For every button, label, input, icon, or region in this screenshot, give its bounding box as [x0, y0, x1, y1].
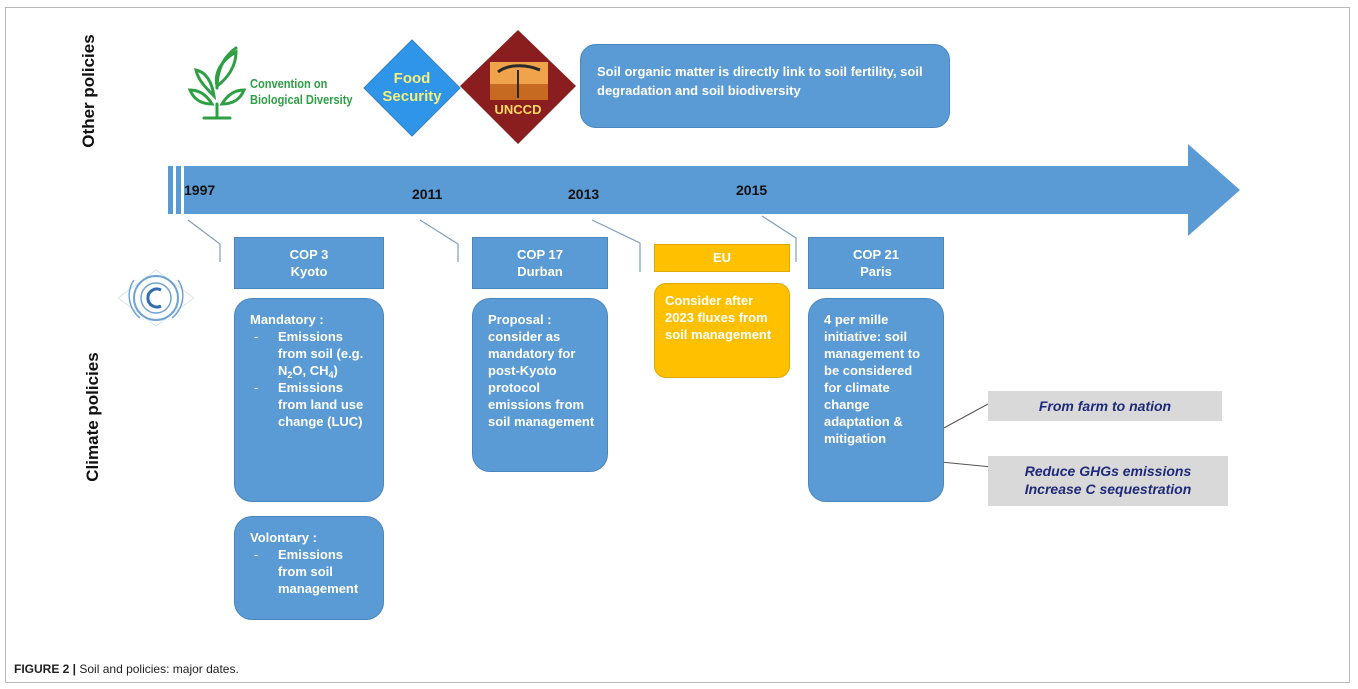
ghg-line-2: Increase C sequestration: [1024, 481, 1192, 497]
paris-initiative-card: 4 per mille initiative: soil management …: [808, 298, 944, 502]
cop21-paris-box: COP 21 Paris: [808, 237, 944, 289]
unccd-label: UNCCD: [494, 102, 542, 117]
cbd-logo-text: Convention on Biological Diversity: [250, 76, 353, 108]
cbd-leaf-icon: [187, 46, 247, 120]
voluntary-item-soil: Emissions from soil management: [250, 546, 371, 597]
year-2015: 2015: [736, 182, 768, 198]
cbd-line-1: Convention on: [250, 76, 328, 91]
durban-proposal-card: Proposal : consider as mandatory for pos…: [472, 298, 608, 472]
mandatory-item-soil: Emissions from soil (e.g. N2O, CH4): [250, 328, 371, 380]
year-1997: 1997: [184, 182, 216, 198]
unfccc-logo: [117, 269, 195, 327]
voluntary-heading: Volontary :: [250, 530, 317, 545]
kyoto-voluntary-card: Volontary : Emissions from soil manageme…: [234, 516, 384, 620]
mandatory-heading: Mandatory :: [250, 312, 324, 327]
cbd-line-2: Biological Diversity: [250, 92, 353, 107]
food-security-label: Food Security: [364, 70, 460, 106]
unccd-logo: [460, 30, 576, 144]
food-line-2: Security: [382, 88, 442, 105]
mandatory-item-luc: Emissions from land use change (LUC): [250, 379, 371, 430]
callout-ghg: Reduce GHGs emissions Increase C sequest…: [988, 456, 1228, 506]
soil-organic-matter-box: Soil organic matter is directly link to …: [580, 44, 950, 128]
year-connectors: [187, 215, 797, 272]
callout-farm-to-nation: From farm to nation: [988, 391, 1222, 421]
eu-consider-card: Consider after 2023 fluxes from soil man…: [654, 283, 790, 378]
connector-1997: [187, 219, 221, 262]
year-2013: 2013: [568, 186, 600, 202]
cop17-durban-box: COP 17 Durban: [472, 237, 608, 289]
cop21-title: COP 21: [852, 247, 899, 262]
connector-2013: [591, 219, 641, 272]
cop21-city: Paris: [860, 264, 892, 279]
timeline-arrow: [168, 144, 1240, 236]
figure-caption: FIGURE 2 | Soil and policies: major date…: [14, 662, 239, 676]
ghg-line-1: Reduce GHGs emissions: [1024, 463, 1192, 479]
year-2011: 2011: [412, 186, 443, 202]
cop3-city: Kyoto: [290, 264, 328, 279]
caption-label: FIGURE 2 |: [14, 662, 77, 676]
cop3-title: COP 3: [289, 247, 329, 262]
connector-2015: [761, 215, 797, 262]
figure-frame: [5, 7, 1350, 683]
cop17-city: Durban: [517, 264, 563, 279]
cop3-kyoto-box: COP 3 Kyoto: [234, 237, 384, 289]
kyoto-mandatory-card: Mandatory : Emissions from soil (e.g. N2…: [234, 298, 384, 502]
food-security-diamond: [363, 39, 461, 137]
connector-2011: [419, 219, 459, 262]
caption-text: Soil and policies: major dates.: [76, 662, 239, 676]
eu-box: EU: [654, 244, 790, 272]
cop17-title: COP 17: [516, 247, 563, 262]
food-line-1: Food: [393, 70, 431, 87]
